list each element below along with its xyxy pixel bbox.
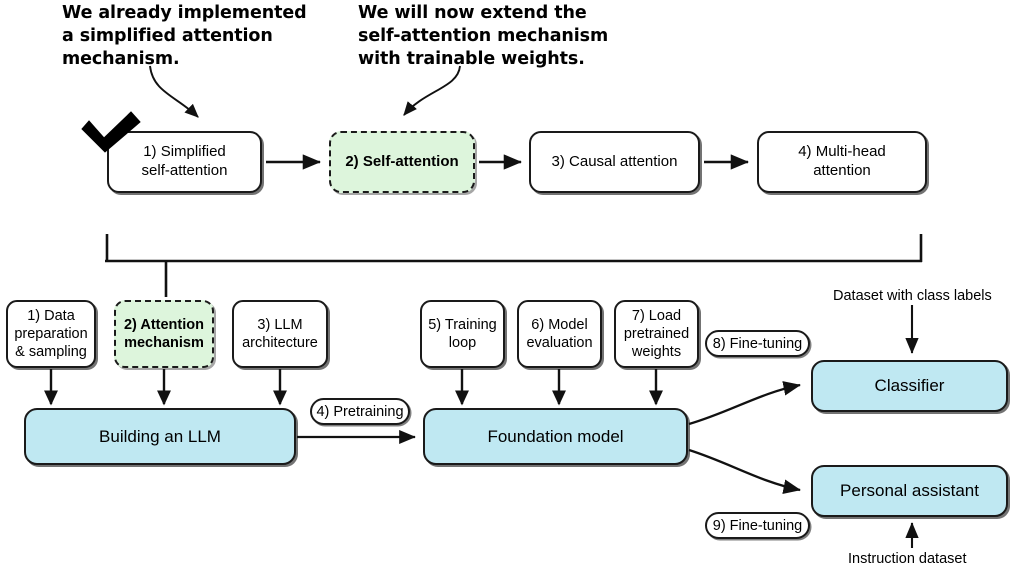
node-self-attention[interactable]: 2) Self-attention [329,131,475,193]
pill-fine-tuning-assistant[interactable]: 9) Fine-tuning [705,512,810,539]
node-attention-mechanism[interactable]: 2) Attention mechanism [114,300,214,368]
annotation-note-right: We will now extend the self-attention me… [358,3,609,70]
pill-fine-tuning-classifier[interactable]: 8) Fine-tuning [705,330,810,357]
node-data-preparation[interactable]: 1) Data preparation & sampling [6,300,96,368]
arrow-foundation-to-personal-assistant [688,448,801,494]
node-building-an-llm[interactable]: Building an LLM [24,408,296,465]
node-llm-architecture[interactable]: 3) LLM architecture [232,300,328,368]
node-load-pretrained-weights[interactable]: 7) Load pretrained weights [614,300,699,368]
node-classifier[interactable]: Classifier [811,360,1008,412]
node-multi-head-attention[interactable]: 4) Multi-head attention [757,131,927,193]
node-personal-assistant[interactable]: Personal assistant [811,465,1008,517]
node-foundation-model[interactable]: Foundation model [423,408,688,465]
arrow-foundation-to-classifier [688,381,801,426]
node-model-evaluation[interactable]: 6) Model evaluation [517,300,602,368]
bracket-connector [105,234,923,297]
label-dataset-with-class-labels: Dataset with class labels [833,288,992,304]
pill-pretraining[interactable]: 4) Pretraining [310,398,410,425]
node-simplified-self-attention[interactable]: 1) Simplified self-attention [107,131,262,193]
label-instruction-dataset: Instruction dataset [848,551,967,567]
node-training-loop[interactable]: 5) Training loop [420,300,505,368]
callout-arrow-left [149,65,199,118]
annotation-note-left: We already implemented a simplified atte… [62,3,307,70]
node-causal-attention[interactable]: 3) Causal attention [529,131,700,193]
callout-arrow-right [403,65,461,116]
